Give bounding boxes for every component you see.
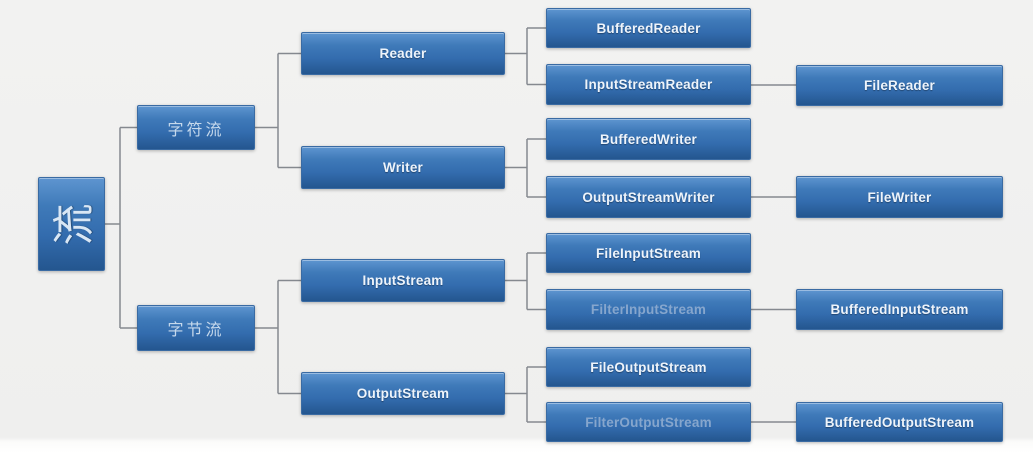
node-label: FilterOutputStream: [585, 414, 712, 430]
connector-byte-stream-children: [255, 279, 301, 395]
node-label: BufferedOutputStream: [824, 414, 975, 430]
node-label: FileReader: [863, 78, 936, 93]
node-label: FileWriter: [867, 189, 932, 205]
node-character-stream: 字符流: [137, 105, 255, 150]
node-label: FileInputStream: [595, 245, 701, 261]
node-byte-stream: 字节流: [137, 305, 255, 351]
node-inputstreamreader: InputStreamReader: [546, 64, 751, 105]
node-label: FileOutputStream: [590, 359, 707, 375]
node-label: OutputStream: [356, 386, 450, 401]
node-label: BufferedInputStream: [830, 302, 969, 317]
node-label: InputStreamReader: [584, 77, 713, 92]
node-label: 流: [49, 202, 99, 246]
node-writer: Writer: [301, 146, 505, 189]
connector-input-stream-children: [505, 252, 546, 311]
node-bufferedinputstream: BufferedInputStream: [796, 289, 1003, 330]
connector-writer-children: [505, 138, 546, 198]
connector-reader-children: [505, 27, 546, 86]
node-inputstream: InputStream: [301, 259, 505, 302]
node-label: BufferedWriter: [599, 131, 698, 147]
node-outputstream: OutputStream: [301, 372, 505, 415]
node-stream-root: 流: [38, 177, 105, 271]
node-reader: Reader: [301, 32, 505, 75]
node-label: BufferedReader: [596, 20, 701, 36]
node-label: Reader: [379, 46, 427, 61]
node-bufferedreader: BufferedReader: [546, 8, 751, 48]
node-filteroutputstream: FilterOutputStream: [546, 402, 751, 442]
node-label: Writer: [383, 160, 423, 175]
node-fileoutputstream: FileOutputStream: [546, 347, 751, 387]
node-label: 字符流: [167, 119, 225, 139]
node-bufferedwriter: BufferedWriter: [546, 118, 751, 160]
connector-char-stream-children: [255, 52, 301, 169]
connector-output-stream-children: [505, 366, 546, 423]
node-label: OutputStreamWriter: [582, 189, 715, 205]
node-filereader: FileReader: [796, 65, 1003, 106]
node-outputstreamwriter: OutputStreamWriter: [546, 176, 751, 218]
connector-root-children: [105, 126, 137, 329]
node-bufferedoutputstream: BufferedOutputStream: [796, 402, 1003, 442]
node-label: FilterInputStream: [590, 302, 707, 317]
node-filterinputstream: FilterInputStream: [546, 289, 751, 330]
node-fileinputstream: FileInputStream: [546, 233, 751, 273]
node-label: 字节流: [167, 320, 225, 339]
node-filewriter: FileWriter: [796, 176, 1003, 218]
node-label: InputStream: [362, 273, 444, 288]
